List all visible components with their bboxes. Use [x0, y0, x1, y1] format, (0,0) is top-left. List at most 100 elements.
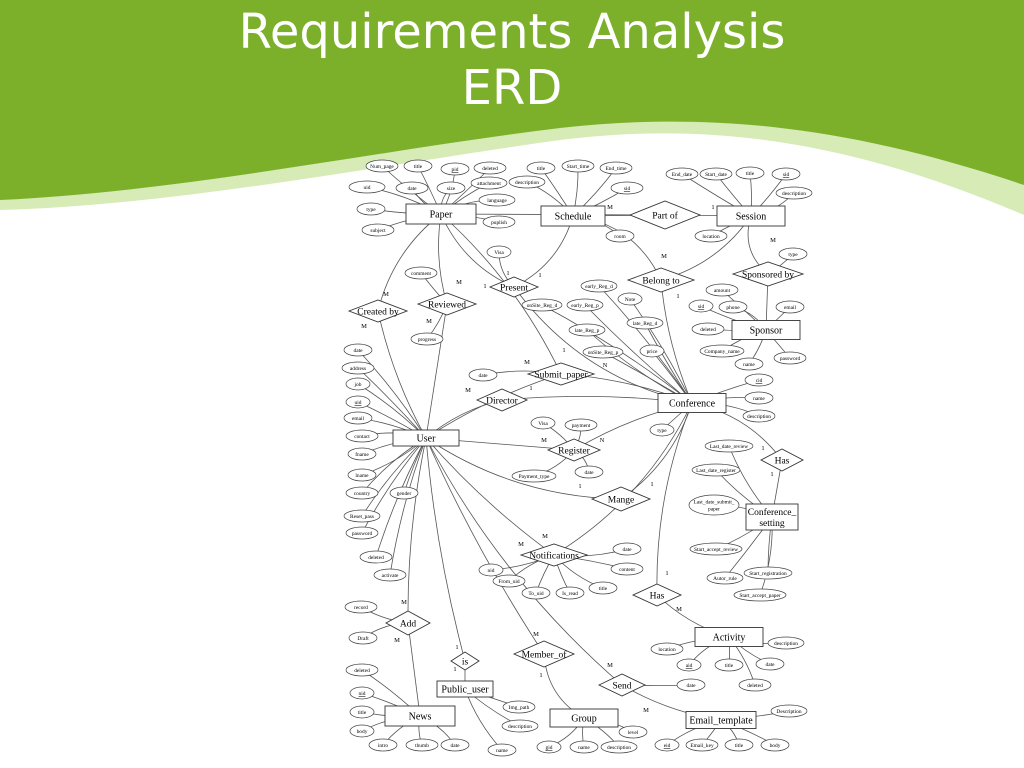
- attribute-cs-autor-rule: Autor_rule: [706, 571, 744, 585]
- attribute-ellipse: [744, 373, 774, 387]
- attribute-ellipse: [744, 391, 774, 405]
- attribute-g-description: description: [600, 740, 638, 754]
- attribute-cs-start-registration: Start_registration: [743, 566, 793, 580]
- attribute-s-end-time: End_time: [599, 161, 633, 175]
- entity-email-template: Email_template: [685, 711, 757, 729]
- attribute-nw-nid: nid: [349, 686, 375, 700]
- attribute-ellipse: [691, 322, 725, 336]
- attribute-ellipse: [344, 600, 378, 614]
- cardinality-label: 1: [650, 481, 653, 488]
- attribute-connector: [389, 437, 427, 576]
- attribute-s-room: room: [605, 229, 635, 243]
- attribute-label: title: [599, 586, 608, 592]
- entity-label: User: [417, 434, 437, 445]
- attribute-label: comment: [411, 271, 432, 277]
- attribute-ellipse: [440, 162, 470, 176]
- attribute-g-gid: gid: [536, 740, 562, 754]
- slide-title-line1: Requirements Analysis: [238, 4, 786, 60]
- entity-box: [685, 711, 757, 729]
- entity-box: [657, 393, 727, 413]
- attribute-et-eid: eid: [654, 738, 680, 752]
- attribute-sp-company-name: Company_name: [699, 344, 745, 358]
- attribute-ellipse: [470, 176, 508, 190]
- attribute-ellipse: [343, 343, 373, 357]
- attribute-ellipse: [343, 411, 373, 425]
- attribute-label: Img_path: [509, 705, 530, 711]
- attribute-label: type: [657, 428, 667, 434]
- attribute-et-email-key: Email_key: [685, 738, 719, 752]
- attribute-u-date: date: [343, 343, 373, 357]
- attribute-label: date: [479, 373, 489, 379]
- attribute-label: intro: [378, 743, 388, 749]
- attribute-ellipse: [760, 738, 790, 752]
- attribute-ellipse: [755, 657, 785, 671]
- attribute-ellipse: [564, 418, 598, 432]
- attribute-ellipse: [347, 468, 377, 482]
- cardinality-label: 1: [539, 672, 542, 679]
- attribute-u-country: country: [345, 486, 379, 500]
- cardinality-label: M: [607, 204, 613, 211]
- relationship-diamond: [488, 276, 540, 298]
- attribute-ellipse: [704, 439, 754, 453]
- cardinality-label: 1: [483, 283, 486, 290]
- attribute-label: title: [746, 171, 755, 177]
- attribute-ellipse: [610, 181, 644, 195]
- attribute-label: contact: [354, 434, 370, 440]
- relationship-diamond: [631, 583, 683, 607]
- attribute-ellipse: [743, 566, 793, 580]
- attribute-label: record: [354, 605, 368, 611]
- attribute-ellipse: [521, 586, 551, 600]
- attribute-label: late_Reg_p: [575, 328, 600, 334]
- attribute-label: name: [743, 362, 755, 368]
- attribute-label: gender: [397, 491, 412, 497]
- cardinality-label: 1: [562, 347, 565, 354]
- attribute-connector: [644, 322, 693, 404]
- attribute-ellipse: [561, 159, 595, 173]
- entity-box: [716, 205, 786, 227]
- entity-news: News: [384, 705, 456, 727]
- attribute-ellipse: [349, 686, 375, 700]
- attribute-connector: [598, 285, 693, 404]
- relationship-diamond: [347, 299, 409, 323]
- attribute-label: amount: [714, 288, 731, 294]
- attribute-ellipse: [566, 298, 604, 312]
- cardinality-label: M: [542, 533, 548, 540]
- attribute-ellipse: [508, 175, 546, 189]
- attribute-connector: [464, 688, 503, 751]
- attribute-label: early_Reg_d: [585, 284, 613, 290]
- attribute-ad-draft: Draft: [348, 631, 378, 645]
- attribute-connector: [361, 437, 427, 534]
- attribute-ellipse: [345, 429, 379, 443]
- attribute-u-contact: contact: [345, 429, 379, 443]
- attribute-label: location: [658, 647, 676, 653]
- entity-label: News: [409, 712, 432, 723]
- cardinality-label: 1: [711, 204, 714, 211]
- attribute-ellipse: [345, 377, 371, 391]
- attribute-label: activate: [382, 573, 399, 579]
- entity-label: Email_template: [689, 716, 753, 727]
- attribute-ellipse: [773, 351, 807, 365]
- entity-schedule: Schedule: [540, 205, 606, 227]
- attribute-u-address: address: [341, 361, 375, 375]
- attribute-rg-payment-type: Payment_type: [511, 469, 557, 483]
- attribute-pu-description: description: [501, 719, 539, 733]
- attribute-connector: [357, 349, 427, 439]
- attribute-pu-img-path: Img_path: [502, 700, 536, 714]
- attribute-ellipse: [511, 469, 557, 483]
- attribute-ellipse: [665, 167, 699, 181]
- attribute-nw-intro: intro: [368, 738, 398, 752]
- attribute-p-title: title: [403, 159, 433, 173]
- cardinality-label: 1: [770, 471, 773, 478]
- attribute-label: onSite_Reg_d: [527, 303, 558, 309]
- attribute-label: early_Reg_p: [571, 303, 599, 309]
- relationship-label: Created by: [357, 308, 399, 318]
- relationship-send: Send: [597, 673, 647, 697]
- relationship-label: Add: [400, 620, 417, 630]
- attribute-ellipse: [389, 486, 419, 500]
- attribute-a-date: date: [755, 657, 785, 671]
- attribute-label: size: [447, 186, 456, 192]
- attribute-label: location: [702, 234, 720, 240]
- attribute-se-start-date: Start_date: [699, 167, 733, 181]
- attribute-cs-last-date-register: Last_date_register: [691, 463, 741, 477]
- attribute-ellipse: [688, 299, 714, 313]
